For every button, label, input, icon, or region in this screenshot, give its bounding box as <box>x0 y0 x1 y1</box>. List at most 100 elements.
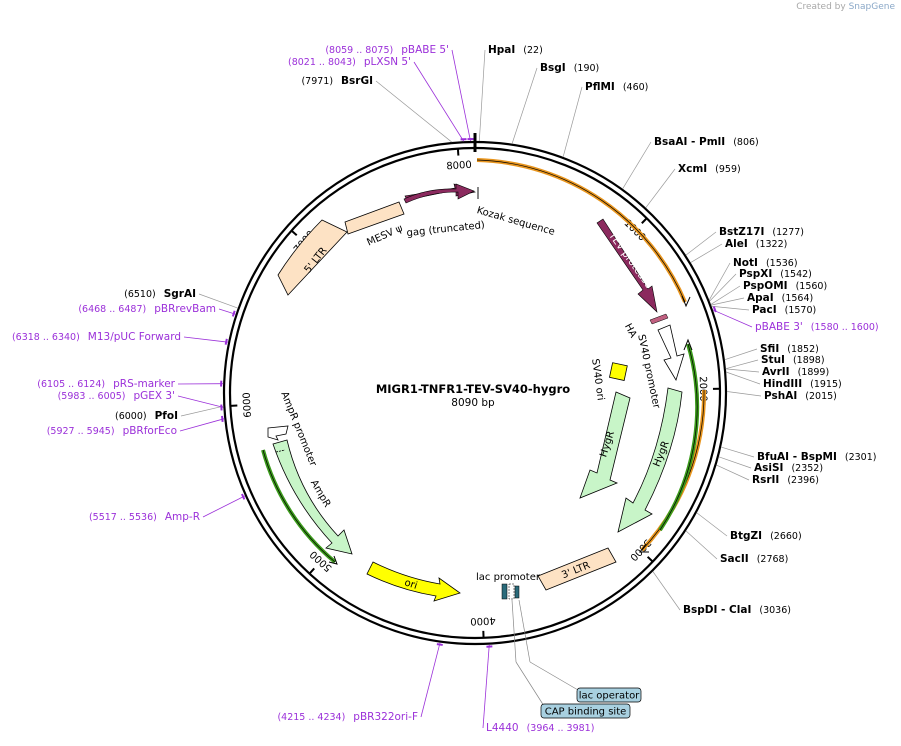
enzyme-leader-line <box>710 285 741 305</box>
enzyme-label[interactable]: BspDI - ClaI(3036) <box>683 604 791 616</box>
feature-hygr-outer <box>617 387 683 533</box>
enzyme-leader-line <box>511 67 538 144</box>
enzyme-leader-line <box>562 86 583 158</box>
cap-binding-site-box <box>540 703 631 719</box>
enzyme-label[interactable]: BfuAI - BspMI(2301) <box>757 451 876 463</box>
primer-label[interactable]: (5983 .. 6005)pGEX 3' <box>58 390 175 402</box>
enzyme-leader-line <box>696 512 728 537</box>
enzyme-leader-line <box>721 446 755 458</box>
credit-prefix: Created by <box>796 2 846 12</box>
feature-sv40-ori <box>609 362 628 381</box>
enzyme-label[interactable]: BstZ17I(1277) <box>719 226 804 238</box>
enzyme-label[interactable]: AsiSI(2352) <box>754 462 823 474</box>
primer-leader-line <box>712 309 753 328</box>
enzyme-leader-line <box>711 297 745 306</box>
primer-leader-line <box>482 644 490 729</box>
primer-leader-line <box>177 395 224 408</box>
enzyme-leader-line <box>726 391 762 397</box>
feature-tev-protease <box>596 218 658 313</box>
cap-binding-site-label: CAP binding site <box>545 707 627 718</box>
enzyme-label[interactable]: XcmI(959) <box>678 163 741 175</box>
enzyme-label[interactable]: StuI(1898) <box>761 354 825 366</box>
enzyme-label[interactable]: PspXI(1542) <box>739 268 812 280</box>
enzyme-label[interactable]: RsrII(2396) <box>752 474 819 486</box>
primer-label[interactable]: (6105 .. 6124)pRS-marker <box>37 378 175 390</box>
enzyme-leader-line <box>645 168 676 208</box>
enzyme-label[interactable]: (6000)PfoI <box>115 410 178 422</box>
feature-ha <box>649 313 669 325</box>
enzyme-leader-line <box>725 359 759 370</box>
enzyme-leader-line <box>685 530 718 560</box>
enzyme-label[interactable]: (6510)SgrAI <box>124 288 196 300</box>
enzyme-label[interactable]: PspOMI(1560) <box>743 280 827 292</box>
tick-mark <box>290 229 298 237</box>
primer-leader-line <box>183 336 229 343</box>
primer-label[interactable]: L4440(3964 .. 3981) <box>486 722 594 734</box>
plasmid-length: 8090 bp <box>451 397 495 409</box>
primer-label[interactable]: pBABE 3'(1580 .. 1600) <box>755 321 879 333</box>
enzyme-label[interactable]: SacII(2768) <box>720 553 788 565</box>
feature-ori-label: ori <box>403 577 419 591</box>
enzyme-leader-line <box>622 141 652 189</box>
primer-label[interactable]: (5517 .. 5536)Amp-R <box>89 511 200 523</box>
tick-label: 8000 <box>446 160 472 173</box>
feature-sv40-promoter <box>657 324 685 381</box>
enzyme-leader-line <box>726 371 761 385</box>
plasmid-name: MIGR1-TNFR1-TEV-SV40-hygro <box>376 382 570 396</box>
enzyme-leader-line <box>709 273 737 302</box>
enzyme-leader-line <box>652 571 681 611</box>
feature-lac-operator-mark <box>514 585 520 599</box>
enzyme-leader-line <box>725 368 760 373</box>
feature-gag-label: gag (truncated) <box>406 220 485 239</box>
enzyme-leader-line <box>716 464 750 481</box>
primer-label[interactable]: (5927 .. 5945)pBRforEco <box>47 425 177 437</box>
feature-mesv-psi <box>344 201 405 235</box>
enzyme-leader-line <box>685 231 717 256</box>
primer-leader-line <box>420 642 441 718</box>
enzyme-label[interactable]: PacI(1570) <box>752 304 816 316</box>
snapgene-credit: Created by SnapGene <box>796 2 895 12</box>
enzyme-label[interactable]: BtgZI(2660) <box>730 530 802 542</box>
tick-mark <box>641 217 648 224</box>
primer-leader-line <box>218 308 236 315</box>
enzyme-label[interactable]: PshAI(2015) <box>764 390 837 402</box>
primer-label[interactable]: (4215 .. 4234)pBR322ori-F <box>277 711 418 723</box>
lac-operator-label: lac operator <box>579 691 640 702</box>
primer-label[interactable]: (8059 .. 8075)pBABE 5' <box>325 44 449 56</box>
feature-3ltr <box>537 547 617 591</box>
primer-leader-line <box>451 49 471 142</box>
enzyme-label[interactable]: AvrII(1899) <box>762 366 829 378</box>
primer-label[interactable]: (6468 .. 6487)pBRrevBam <box>78 303 216 315</box>
enzyme-leader-line <box>690 243 723 263</box>
enzyme-leader-line <box>711 305 750 311</box>
enzyme-label[interactable]: PflMI(460) <box>585 81 648 93</box>
enzyme-label[interactable]: NotI(1536) <box>733 257 798 269</box>
snapgene-brand: SnapGene <box>848 2 895 12</box>
feature-kozak <box>477 187 479 199</box>
enzyme-leader-line <box>724 348 758 361</box>
primer-label[interactable]: (8021 .. 8043)pLXSN 5' <box>288 56 411 68</box>
enzyme-label[interactable]: SfiI(1852) <box>760 343 819 355</box>
feature-ampr-promoter <box>267 425 289 441</box>
enzyme-leader-line <box>478 49 486 142</box>
tick-label: 6000 <box>242 392 254 418</box>
enzyme-label[interactable]: AleI(1322) <box>725 238 787 250</box>
primer-label[interactable]: (6318 .. 6340)M13/pUC Forward <box>12 331 181 343</box>
enzyme-label[interactable]: (7971)BsrGI <box>301 75 373 87</box>
enzyme-label[interactable]: BsaAI - PmlI(806) <box>654 136 759 148</box>
tick-label: 4000 <box>470 614 496 626</box>
tick-mark <box>308 567 315 575</box>
tick-label: 2000 <box>697 376 708 402</box>
feature-hygr-inner <box>579 391 631 499</box>
primer-leader-line <box>179 418 225 432</box>
enzyme-label[interactable]: HindIII(1915) <box>763 378 842 390</box>
lac-operator-box <box>576 687 642 703</box>
enzyme-label[interactable]: HpaI(22) <box>488 44 543 56</box>
feature-5ltr <box>277 219 348 296</box>
enzyme-leader-line <box>180 405 224 417</box>
enzyme-label[interactable]: BsgI(190) <box>540 62 599 74</box>
enzyme-label[interactable]: ApaI(1564) <box>747 292 813 304</box>
enzyme-leader-line <box>718 456 752 469</box>
feature-ori <box>366 561 461 602</box>
feature-mesv-psi-label: MESV ψ <box>365 223 404 249</box>
